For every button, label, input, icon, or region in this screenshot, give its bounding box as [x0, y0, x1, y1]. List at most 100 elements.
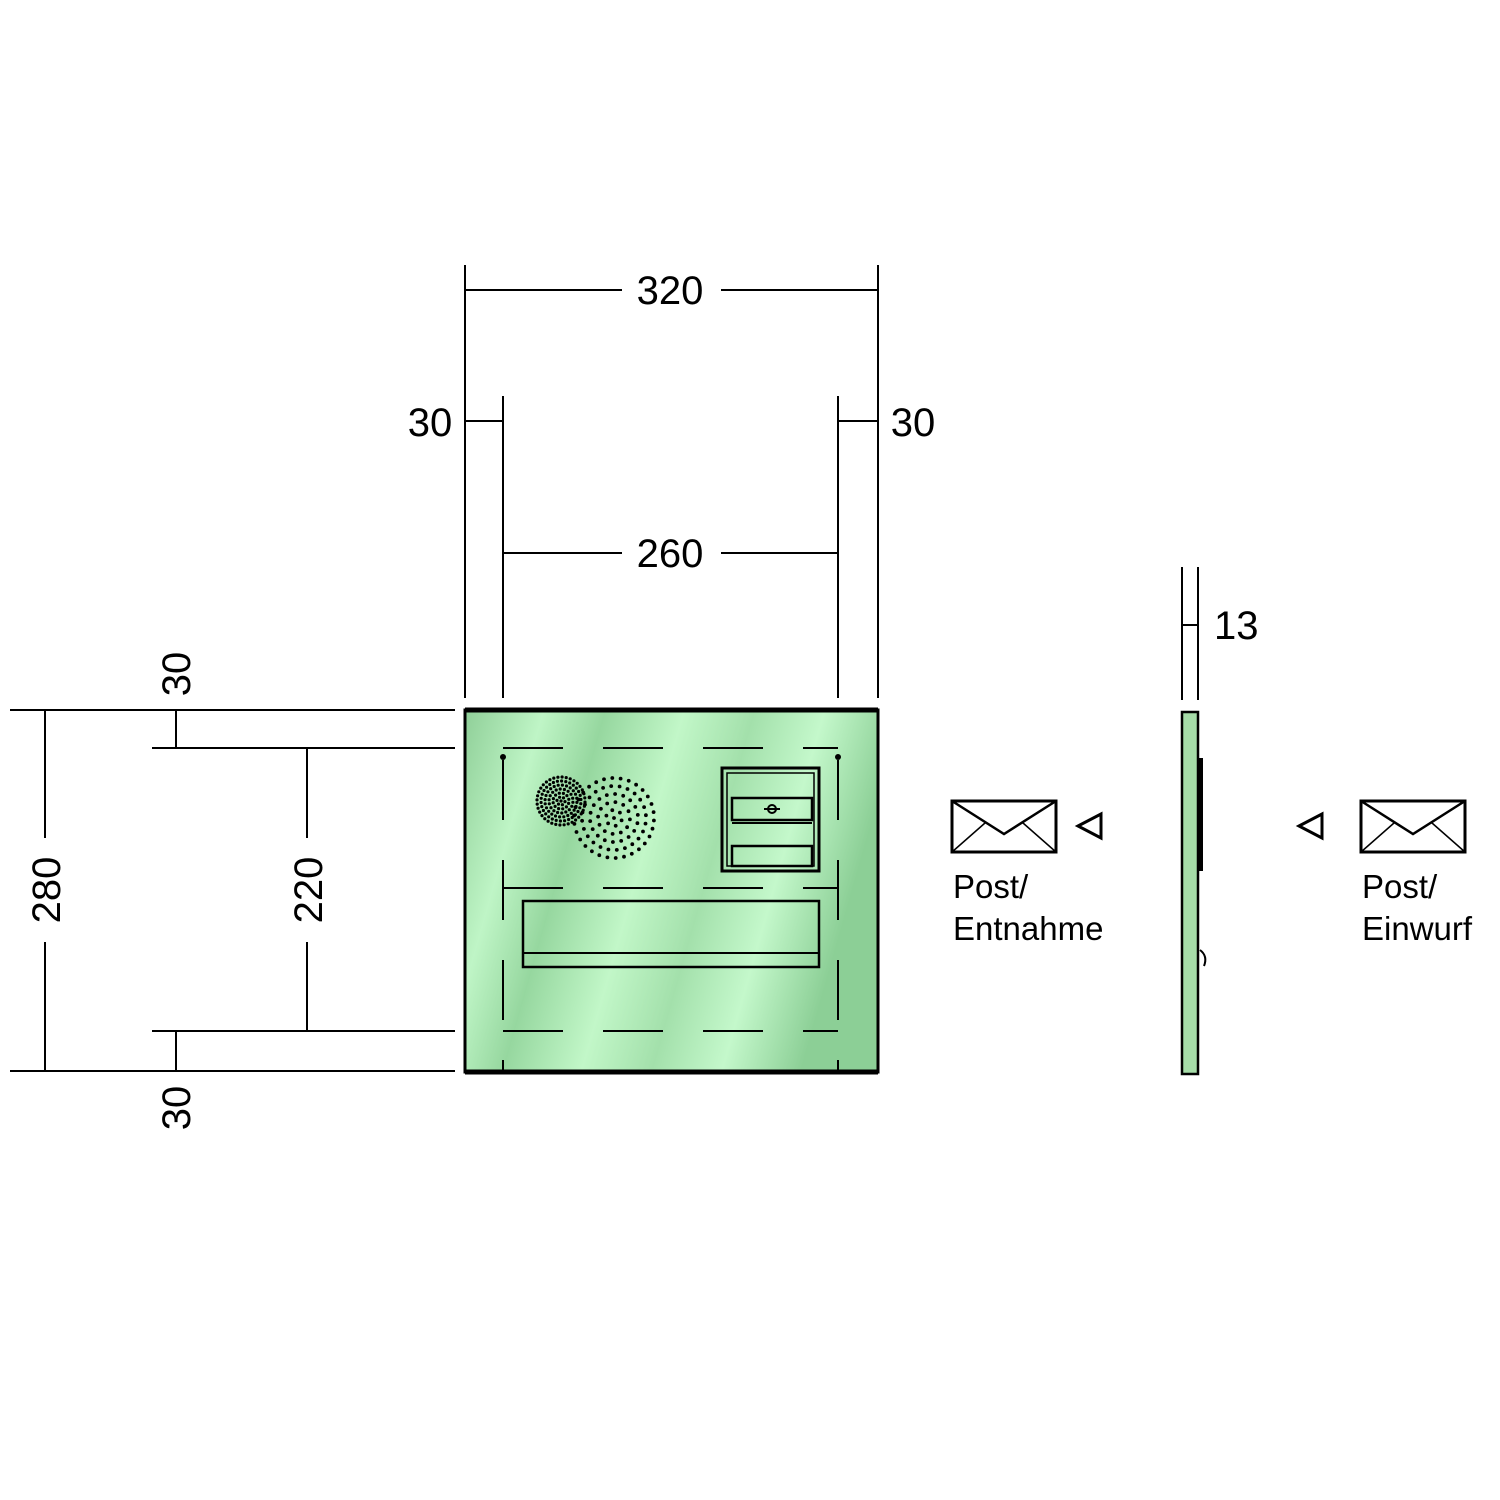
- dim-overall-height: 280: [25, 857, 69, 924]
- grille-dot: [622, 854, 626, 859]
- grille-dot: [558, 819, 563, 823]
- grille-dot: [613, 800, 618, 804]
- grille-dot: [562, 815, 566, 819]
- grille-dot: [605, 855, 610, 860]
- grille-dot: [540, 805, 544, 809]
- grille-dot: [542, 788, 546, 793]
- grille-dot: [550, 821, 554, 825]
- grille-dot: [570, 815, 574, 820]
- grille-dot: [609, 784, 614, 788]
- grille-dot: [574, 818, 578, 822]
- grille-dot: [598, 845, 603, 849]
- dim-overall-width: 320: [637, 269, 704, 313]
- grille-dot: [558, 815, 562, 819]
- grille-dot: [572, 808, 576, 812]
- grille-dot: [571, 796, 575, 800]
- grille-dot: [545, 785, 549, 789]
- grille-dot: [549, 806, 553, 810]
- grille-dot: [583, 796, 587, 800]
- grille-dot: [550, 812, 554, 816]
- grille-dot: [558, 795, 562, 799]
- grille-dot: [630, 842, 635, 847]
- grille-dot: [570, 804, 574, 808]
- grille-dot: [585, 834, 590, 839]
- grille-dot: [583, 844, 588, 848]
- grille-dot: [554, 788, 558, 792]
- grille-dot: [612, 816, 616, 820]
- triangle-arrow-icon: [1074, 811, 1103, 841]
- dim-left-margin: 30: [408, 401, 453, 445]
- grille-dot: [568, 777, 572, 781]
- grille-dot: [619, 818, 624, 823]
- grille-dot: [556, 783, 560, 787]
- grille-dot: [618, 830, 623, 835]
- grille-dot: [577, 815, 581, 819]
- grille-dot: [628, 817, 632, 822]
- grille-dot: [634, 782, 638, 787]
- triangle-arrow-icon: [1295, 811, 1324, 841]
- grille-dot: [563, 800, 567, 804]
- grille-dot: [570, 820, 574, 824]
- grille-dot: [564, 776, 568, 780]
- grille-dot: [566, 789, 570, 793]
- grille-dot: [555, 779, 560, 783]
- grille-dot: [651, 810, 656, 814]
- grille-dot: [544, 793, 548, 798]
- grille-dot: [649, 802, 654, 806]
- grille-dot: [575, 796, 579, 800]
- grille-dot: [610, 776, 615, 780]
- grille-dot: [602, 777, 606, 782]
- insert-label-line2: Einwurf: [1362, 910, 1473, 947]
- envelope-icon: [1359, 799, 1467, 854]
- dim-inner-height: 220: [287, 857, 331, 924]
- grille-dot: [625, 787, 630, 791]
- grille-dot: [571, 800, 575, 804]
- grille-dot: [637, 847, 641, 852]
- grille-dot: [579, 802, 583, 806]
- grille-dot: [573, 813, 578, 817]
- grille-dot: [535, 802, 539, 806]
- grille-dot: [568, 781, 572, 785]
- grille-dot: [575, 800, 579, 805]
- grille-dot: [568, 786, 572, 790]
- side-view: 13: [1180, 567, 1259, 1076]
- grille-dot: [554, 818, 558, 823]
- grille-dot: [569, 792, 573, 796]
- grille-dot: [567, 797, 571, 801]
- grille-dot: [538, 810, 542, 814]
- grille-dot: [632, 829, 637, 833]
- grille-dot: [594, 780, 599, 785]
- grille-dot: [543, 802, 547, 806]
- dim-depth: 13: [1214, 604, 1259, 648]
- grille-dot: [540, 814, 544, 818]
- grille-dot: [610, 808, 615, 813]
- grille-dot: [543, 798, 547, 802]
- grille-dot: [539, 800, 543, 805]
- grille-dot: [567, 817, 571, 822]
- grille-dot: [582, 827, 586, 831]
- grille-dot: [619, 839, 624, 843]
- grille-dot: [541, 808, 546, 813]
- grille-dot: [628, 798, 633, 803]
- grille-dot: [573, 792, 578, 796]
- grille-dot: [550, 817, 554, 821]
- grille-dot: [591, 803, 596, 807]
- grille-dot: [551, 797, 556, 801]
- grille-dot: [552, 776, 556, 780]
- grille-dot: [636, 836, 641, 841]
- grille-dot: [613, 856, 618, 860]
- grille-dot: [555, 798, 559, 803]
- grille-dot: [604, 813, 609, 818]
- grille-dot: [551, 801, 555, 805]
- grille-dot: [623, 846, 627, 850]
- grille-dot: [596, 814, 600, 819]
- grille-dot: [614, 848, 619, 852]
- grille-dot: [597, 797, 602, 801]
- grille-dot: [539, 796, 543, 800]
- grille-dot: [558, 787, 562, 791]
- top-dimensions: 320 30 30 260: [408, 265, 935, 698]
- grille-dot: [553, 814, 558, 818]
- grille-dot: [583, 800, 587, 804]
- grille-dot: [560, 783, 565, 787]
